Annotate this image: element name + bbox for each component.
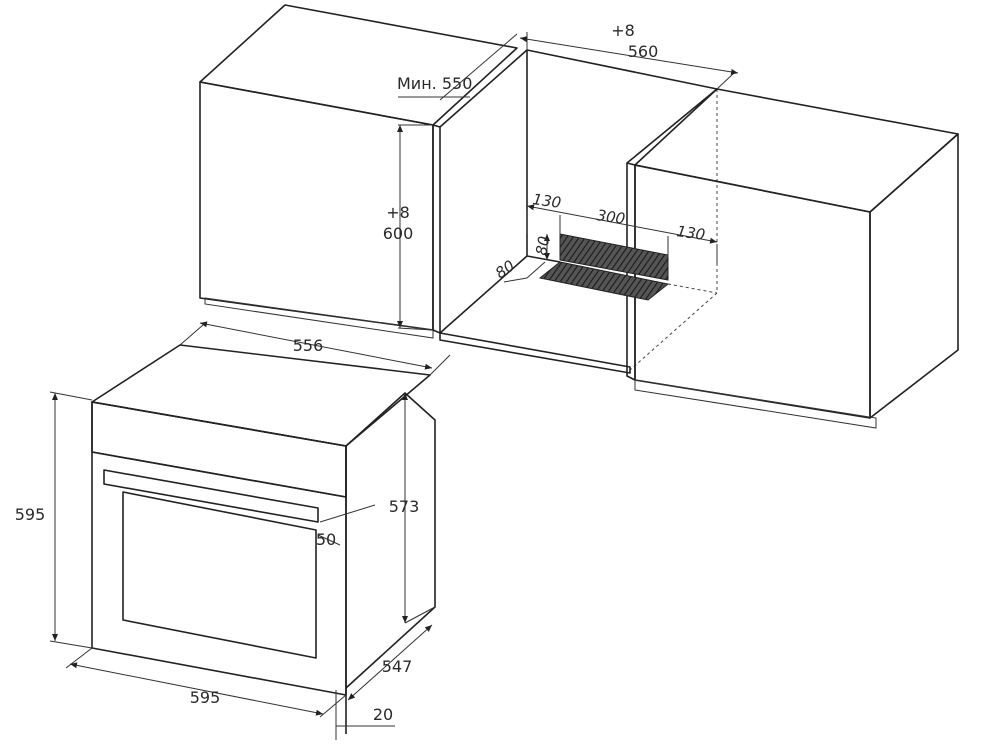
ventilation-opening-floor	[538, 261, 670, 301]
oven-body-height-label: 573	[389, 497, 420, 516]
oven-control-panel	[91, 401, 347, 498]
cabinet-height-label: 600	[383, 224, 414, 243]
vent-right-offset-label: 130	[675, 222, 706, 244]
cabinet-height-tolerance: +8	[386, 203, 410, 222]
oven-door-handle	[103, 469, 319, 523]
vent-height-label: 80	[532, 235, 553, 257]
oven-height-label: 595	[15, 505, 46, 524]
right-cabinet-plinth	[634, 379, 877, 429]
kitchen-cabinet	[199, 4, 959, 429]
vent-width-label: 300	[595, 206, 626, 228]
oven-top	[91, 344, 431, 447]
vent-depth-label: 80	[492, 257, 518, 283]
oven-door-window	[122, 491, 317, 659]
ventilation-opening-back	[559, 233, 669, 281]
left-cabinet-plinth	[204, 297, 434, 339]
right-cabinet-top	[634, 88, 959, 213]
vent-left-offset-label: 130	[531, 190, 562, 212]
min-depth-label: Мин. 550	[397, 74, 472, 93]
niche-floor	[439, 332, 631, 374]
oven-side	[345, 392, 436, 689]
oven-front	[91, 401, 347, 696]
built-in-oven	[49, 321, 451, 740]
right-cabinet-front	[634, 164, 871, 419]
door-offset-label: 50	[316, 530, 336, 549]
niche-left-panel	[432, 124, 441, 334]
cabinet-width-tolerance: +8	[611, 21, 635, 40]
oven-depth-label: 556	[293, 336, 324, 355]
right-cabinet-side	[869, 133, 959, 419]
left-cabinet-top	[199, 4, 518, 126]
oven-body-depth-label: 547	[382, 657, 413, 676]
door-thickness-label: 20	[373, 705, 393, 724]
oven-width-label: 595	[190, 688, 221, 707]
cabinet-width-label: 560	[628, 42, 659, 61]
